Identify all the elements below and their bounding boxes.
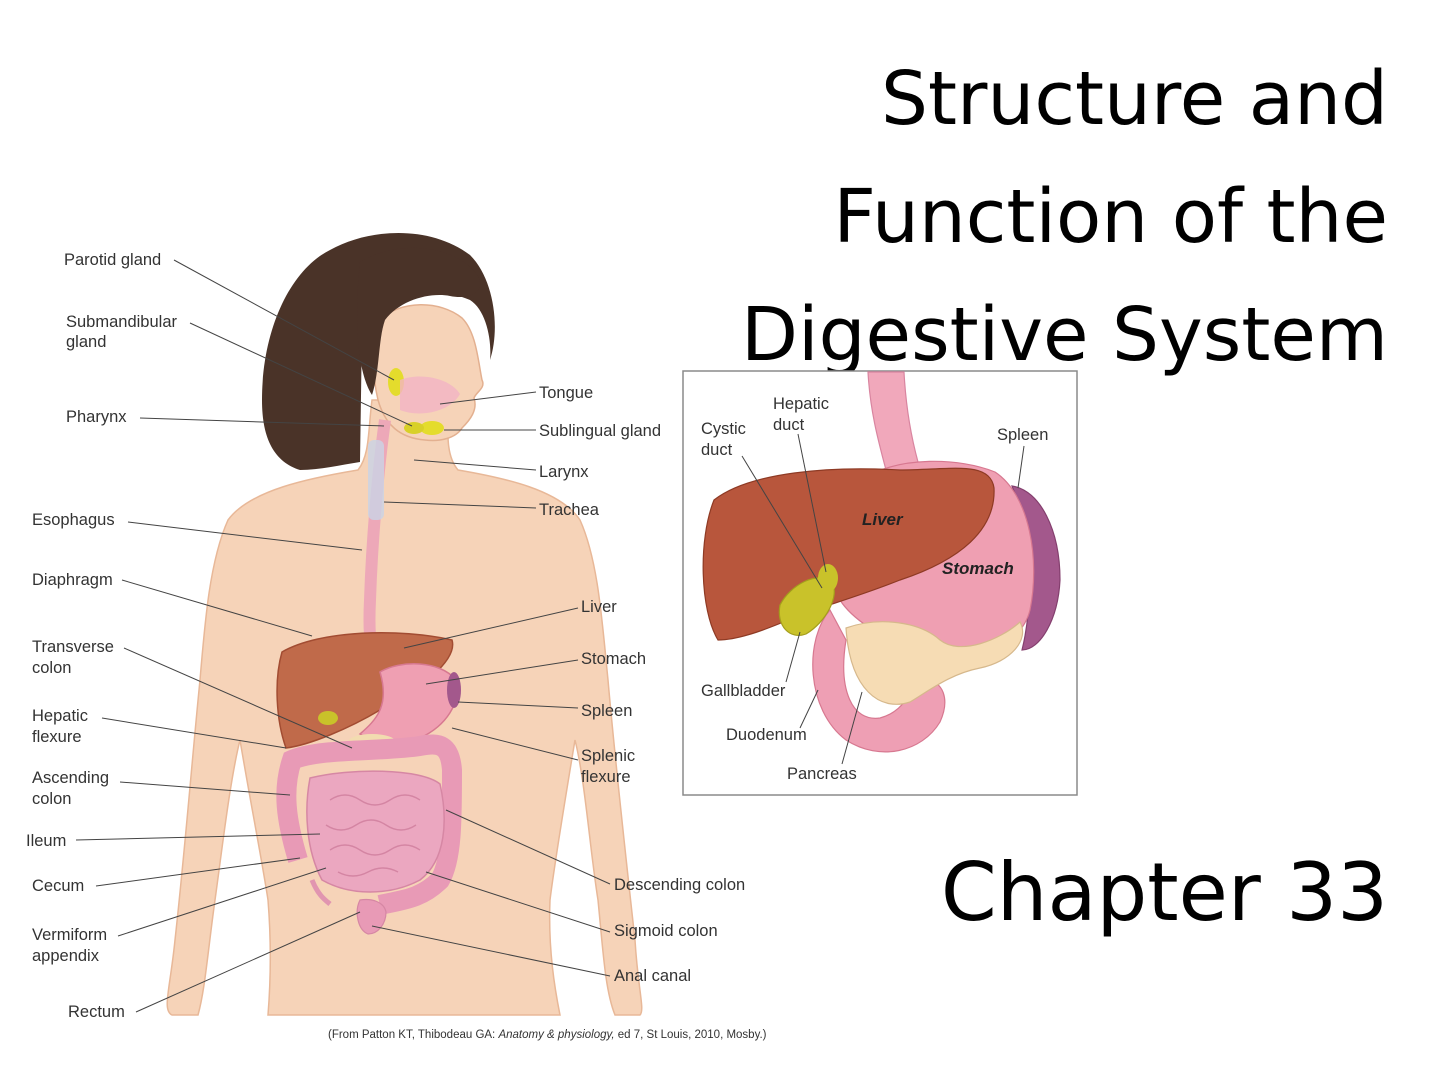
label-ascending-line1: Ascending — [32, 769, 109, 787]
inset-label-gallbladder: Gallbladder — [701, 682, 786, 700]
small-intestine — [306, 770, 445, 893]
inset-label-cystic-duct-line2: duct — [701, 441, 733, 459]
inset-label-pancreas: Pancreas — [787, 765, 857, 783]
hair-front — [357, 247, 481, 395]
label-pharynx: Pharynx — [66, 408, 127, 426]
oral-cavity — [400, 376, 460, 414]
label-trachea: Trachea — [539, 501, 600, 519]
label-hepatic-flexure-line1: Hepatic — [32, 707, 88, 725]
label-vermiform-line1: Vermiform — [32, 926, 107, 944]
trachea — [368, 440, 384, 520]
title-line-1: Structure and — [881, 56, 1388, 142]
label-larynx: Larynx — [539, 463, 589, 481]
label-tongue: Tongue — [539, 384, 593, 402]
label-sublingual-gland: Sublingual gland — [539, 422, 661, 440]
large-intestine — [276, 734, 463, 915]
label-parotid-gland: Parotid gland — [64, 251, 161, 269]
label-submandibular-line2: gland — [66, 333, 106, 351]
credit-book: Anatomy & physiology, — [498, 1029, 615, 1041]
inset-figure: Hepatic duct Cystic duct Spleen Liver St… — [682, 370, 1078, 796]
label-liver: Liver — [581, 598, 617, 616]
label-stomach: Stomach — [581, 650, 646, 668]
label-spleen: Spleen — [581, 702, 632, 720]
body-figure: Parotid gland Submandibular gland Pharyn… — [26, 232, 745, 1021]
inset-label-stomach: Stomach — [942, 559, 1014, 578]
inset-pancreas — [845, 621, 1024, 705]
credit-prefix: (From Patton KT, Thibodeau GA: — [328, 1029, 499, 1041]
label-esophagus: Esophagus — [32, 511, 115, 529]
label-diaphragm: Diaphragm — [32, 571, 113, 589]
label-cecum: Cecum — [32, 877, 84, 895]
slide-title: Structure and Function of the Digestive … — [668, 40, 1388, 394]
label-splenic-flexure-line2: flexure — [581, 768, 631, 786]
spleen — [447, 672, 461, 708]
body-leader-lines — [75, 259, 611, 1013]
label-transverse-line1: Transverse — [32, 638, 114, 656]
inset-label-duodenum: Duodenum — [726, 726, 807, 744]
label-ascending-line2: colon — [32, 790, 71, 808]
label-vermiform-line2: appendix — [32, 947, 100, 965]
inset-label-spleen: Spleen — [997, 426, 1048, 444]
title-line-3: Digestive System — [741, 292, 1388, 378]
inset-label-cystic-duct-line1: Cystic — [701, 420, 746, 438]
title-line-2: Function of the — [833, 174, 1388, 260]
inset-leader-lines — [741, 433, 1025, 765]
sublingual-gland — [420, 421, 444, 435]
chapter-subtitle: Chapter 33 — [940, 846, 1388, 939]
gallbladder — [318, 711, 338, 725]
inset-label-liver: Liver — [862, 510, 904, 529]
label-sigmoid-colon: Sigmoid colon — [614, 922, 718, 940]
inset-label-hepatic-duct-line2: duct — [773, 416, 805, 434]
label-ileum: Ileum — [26, 832, 66, 850]
figure-credit: (From Patton KT, Thibodeau GA: Anatomy &… — [328, 1029, 767, 1041]
appendix — [309, 879, 332, 906]
inset-hepatic-duct-junction — [818, 564, 838, 592]
label-descending-colon: Descending colon — [614, 876, 745, 894]
intestine-coils — [325, 794, 421, 877]
label-transverse-line2: colon — [32, 659, 71, 677]
label-submandibular-line1: Submandibular — [66, 313, 177, 331]
label-hepatic-flexure-line2: flexure — [32, 728, 82, 746]
inset-duodenum — [812, 608, 946, 753]
label-anal-canal: Anal canal — [614, 967, 691, 985]
label-rectum: Rectum — [68, 1003, 125, 1021]
inset-label-hepatic-duct-line1: Hepatic — [773, 395, 829, 413]
credit-suffix: ed 7, St Louis, 2010, Mosby.) — [614, 1029, 767, 1041]
label-splenic-flexure-line1: Splenic — [581, 747, 635, 765]
inset-gallbladder — [778, 577, 835, 636]
